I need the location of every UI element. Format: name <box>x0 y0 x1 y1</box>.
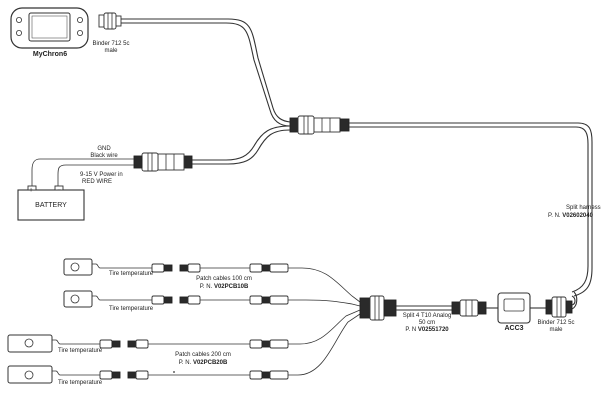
sensor-2-label: Tire temperature <box>109 306 154 312</box>
split4-body <box>359 295 397 321</box>
split-harness-label: Split harness <box>566 205 601 211</box>
upper-splice <box>289 115 350 135</box>
patch200-pn: P. N. V02PCB20B <box>162 360 244 367</box>
gnd-label: GND <box>97 146 111 152</box>
binder-connector-right <box>545 291 578 318</box>
binder-label-line2: male <box>104 48 118 54</box>
patch-row-1 <box>151 263 289 273</box>
battery-minus: − <box>57 187 62 194</box>
battery-wires <box>31 158 134 187</box>
split4-label: Split 4 T10 Analog <box>402 313 452 319</box>
battery-label: BATTERY <box>35 202 67 209</box>
binder-connector-device <box>98 12 122 30</box>
splice-link-cable <box>192 125 291 165</box>
tire-sensor-4 <box>7 365 53 384</box>
split4-length: 50 cm <box>418 320 436 326</box>
red-wire-label: RED WIRE <box>82 179 112 185</box>
battery-plus: + <box>29 187 34 194</box>
binder-right-line2: male <box>549 327 563 333</box>
split-harness-pn-value: V02602040 <box>562 213 593 219</box>
sensor-1-label: Tire temperature <box>109 271 154 277</box>
split4-pn-prefix: P. N <box>405 327 418 333</box>
patch200-pn-prefix: P. N. <box>178 360 193 366</box>
tire-sensor-3 <box>7 334 53 353</box>
split-harness-pn: P. N. V02602040 <box>548 213 593 220</box>
patch-row-3 <box>99 339 289 349</box>
split-harness-pn-prefix: P. N. <box>548 213 563 219</box>
patch-row-2 <box>151 295 289 305</box>
acc3-box <box>497 292 546 324</box>
power-label: 9-15 V Power in <box>80 172 123 178</box>
tire-sensor-2 <box>63 290 93 308</box>
split4-output-cable <box>396 299 498 317</box>
patch100-pn: P. N. V02PCB10B <box>186 284 262 291</box>
patch100-pn-value: V02PCB10B <box>213 284 249 290</box>
sensor-leads <box>52 263 152 376</box>
split4-pn-value: V02551720 <box>417 327 449 333</box>
binder-right-line1: Binder 712 5c <box>537 320 575 326</box>
patch200-label: Patch cables 200 cm <box>175 352 231 358</box>
device-name: MyChron6 <box>32 51 68 58</box>
marker-dot <box>173 371 175 373</box>
mychron6-device <box>10 7 89 49</box>
patch100-pn-prefix: P. N. <box>199 284 214 290</box>
tire-sensor-1 <box>63 258 93 276</box>
split4-pn: P. N V02551720 <box>392 327 462 334</box>
sensor-3-label: Tire temperature <box>58 348 103 354</box>
device-cable <box>121 18 291 127</box>
binder-label-line1: Binder 712 5c <box>92 41 130 47</box>
acc3-label: ACC3 <box>504 325 524 332</box>
black-wire-label: Black wire <box>90 153 118 159</box>
patch200-pn-value: V02PCB20B <box>192 360 228 366</box>
patch100-label: Patch cables 100 cm <box>196 276 252 282</box>
split-harness-cable <box>349 122 593 297</box>
sensor-4-label: Tire temperature <box>58 380 103 386</box>
battery <box>17 185 85 221</box>
patch-row-4 <box>99 370 289 380</box>
split4-fanin <box>288 267 361 376</box>
power-splice <box>133 152 193 172</box>
